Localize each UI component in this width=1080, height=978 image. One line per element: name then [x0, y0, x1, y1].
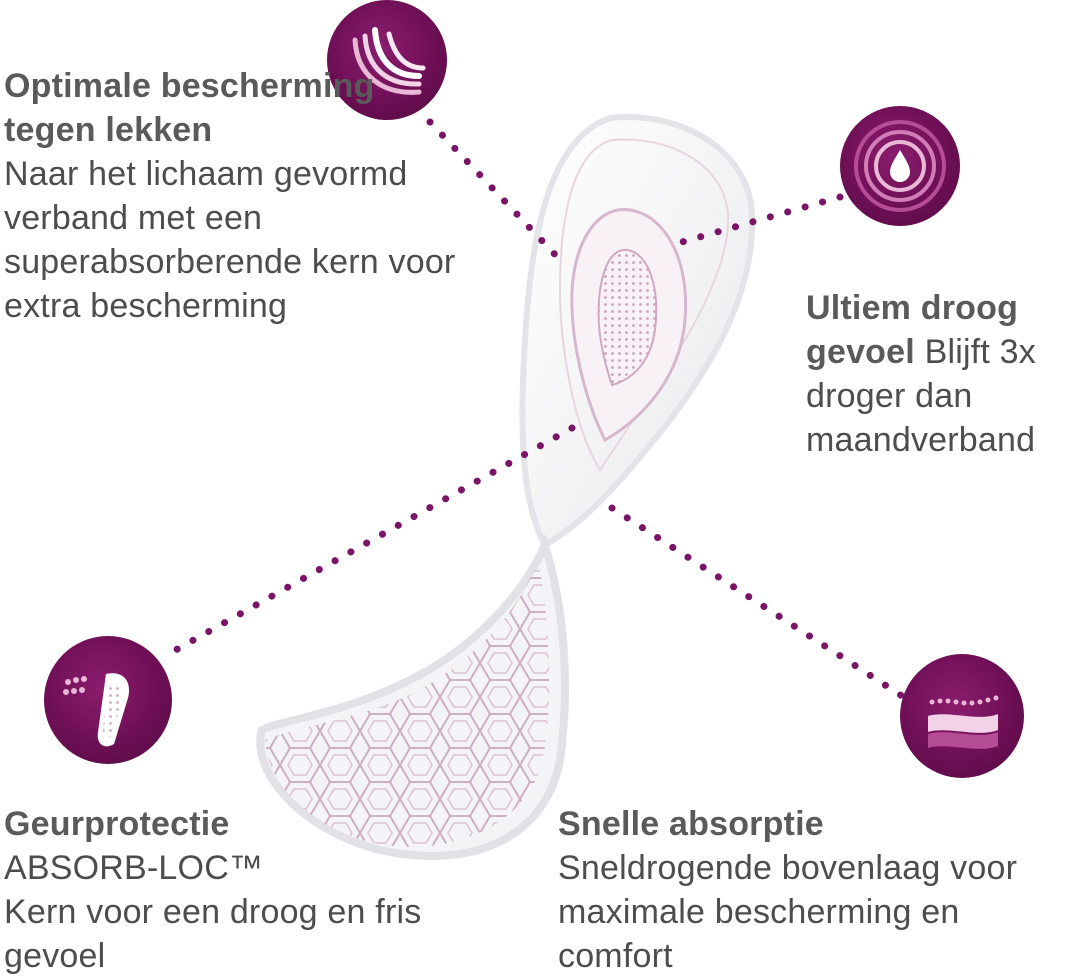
droplet-waves-icon: [840, 106, 960, 226]
connector-lines: [161, 118, 906, 700]
feature-odor-protection: Geurprotectie ABSORB-LOC™ Kern voor een …: [4, 802, 424, 978]
top-layer-icon: [900, 654, 1024, 778]
feature-leak-protection: Optimale bescherming tegen lekken Naar h…: [4, 64, 464, 328]
feature-title: Geurprotectie: [4, 805, 230, 843]
feature-description: Blijft 3x droger dan maandverband: [806, 333, 1036, 459]
feature-title: Optimale bescherming tegen lekken: [4, 67, 375, 149]
feature-title: Snelle absorptie: [558, 805, 824, 843]
feature-title: Ultiem droog gevoel: [806, 289, 1019, 371]
pad-dots-icon: [44, 636, 172, 764]
feature-description: Sneldrogende bovenlaag voor maximale bes…: [558, 849, 1018, 975]
layers-shield-icon: [327, 0, 447, 120]
feature-fast-absorption: Snelle absorptie Sneldrogende bovenlaag …: [558, 802, 1078, 978]
feature-description: Naar het lichaam gevormd verband met een…: [4, 155, 456, 325]
feature-description: Kern voor een droog en fris gevoel: [4, 893, 422, 975]
feature-brand-line: ABSORB-LOC™: [4, 849, 264, 887]
feature-dry-feeling: Ultiem droog gevoel Blijft 3x droger dan…: [806, 286, 1080, 462]
